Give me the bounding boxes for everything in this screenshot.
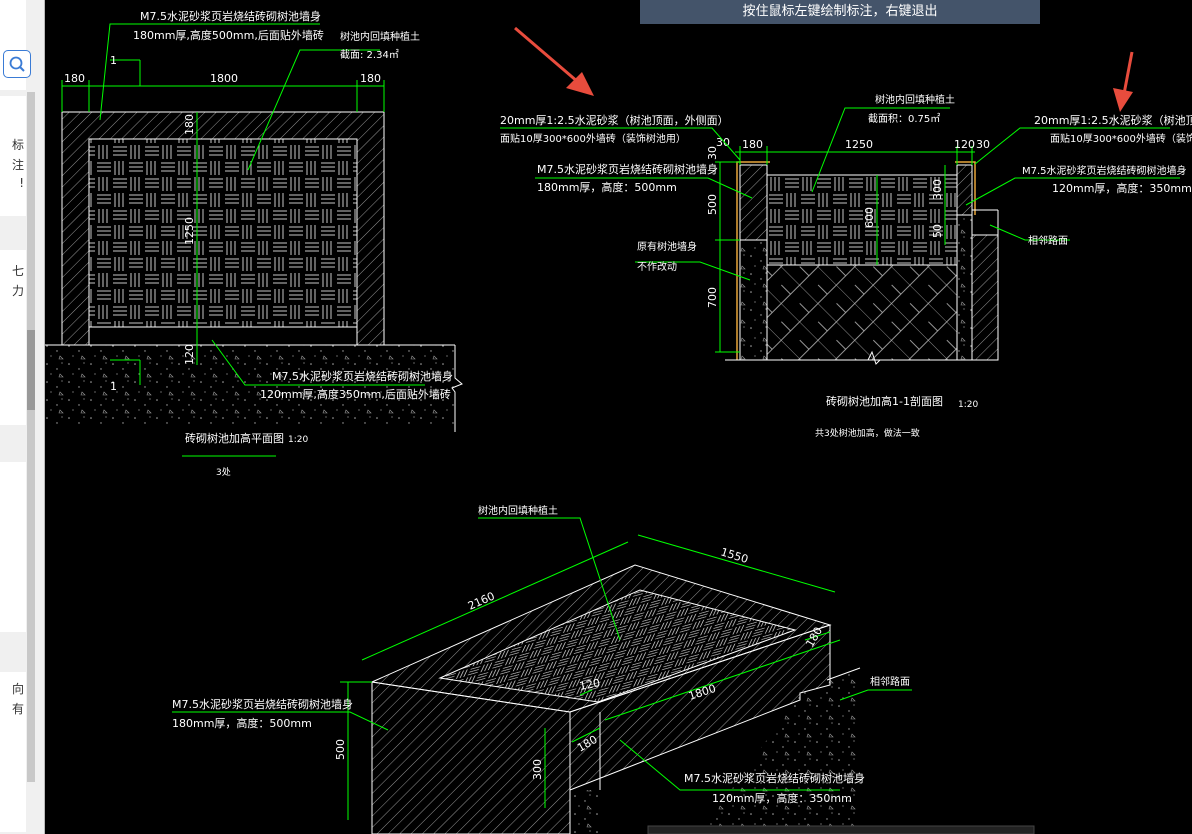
section-dim-300: 300 xyxy=(931,179,944,200)
section-note-exist-2: 不作改动 xyxy=(637,260,677,273)
section-dim-500: 500 xyxy=(706,194,719,215)
hint-banner: 按住鼠标左键绘制标注，右键退出 xyxy=(640,0,1040,24)
side-panel-section-1 xyxy=(0,96,26,216)
section-dim-600: 600 xyxy=(863,207,876,228)
section-note-road: 相邻路面 xyxy=(1028,234,1068,247)
red-arrow-right[interactable] xyxy=(1113,51,1134,112)
side-text-5: 力 xyxy=(11,284,24,298)
iso-soil xyxy=(438,589,797,703)
section-note-mortar-r1: 20mm厚1:2.5水泥砂浆（树池顶面， xyxy=(1034,113,1192,127)
section-dimensions xyxy=(715,146,975,353)
section-leaders xyxy=(500,107,1180,281)
iso-front-face xyxy=(371,681,571,834)
iso-note-wall-l2: 180mm厚，高度：500mm xyxy=(172,716,312,730)
plan-scale: 1:20 xyxy=(288,435,308,445)
side-panel-section-2 xyxy=(0,250,26,425)
section-scale: 1:20 xyxy=(958,400,978,410)
plan-leaders xyxy=(99,23,425,386)
side-text-3: ! xyxy=(19,176,24,190)
section-note-soil-1: 树池内回填种植土 xyxy=(875,93,955,106)
section-subtitle: 共3处树池加高，做法一致 xyxy=(815,427,920,439)
plan-view: 180 1800 180 1 1 180 1250 120 M7.5水泥砂浆页岩… xyxy=(45,9,463,478)
iso-leaders xyxy=(172,517,912,791)
plan-subtitle: 3处 xyxy=(216,466,231,478)
plan-dim-180-v: 180 xyxy=(183,114,196,135)
plan-note-top-1: M7.5水泥砂浆页岩烧结砖砌树池墙身 xyxy=(140,9,321,23)
iso-dim-120: 120 xyxy=(578,677,601,693)
iso-note-wall-r2: 120mm厚，高度：350mm xyxy=(712,791,852,805)
plan-note-top-2: 180mm厚,高度500mm,后面贴外墙砖 xyxy=(133,28,324,42)
section-dim-30a: 30 xyxy=(716,136,730,149)
iso-dim-2160: 2160 xyxy=(466,589,497,612)
iso-note-wall-l1: M7.5水泥砂浆页岩烧结砖砌树池墙身 xyxy=(172,697,353,711)
iso-dim-300: 300 xyxy=(531,759,544,780)
plan-dim-1800: 1800 xyxy=(210,72,238,85)
section-new-wall-left xyxy=(739,164,768,241)
section-title: 砖砌树池加高1-1剖面图 xyxy=(826,394,943,408)
search-icon xyxy=(9,56,25,72)
iso-note-soil: 树池内回填种植土 xyxy=(478,504,558,517)
section-dim-30-v: 30 xyxy=(706,146,719,160)
section-dim-30b: 30 xyxy=(976,138,990,151)
side-text-1: 标 xyxy=(11,138,24,152)
plan-title: 砖砌树池加高平面图 xyxy=(185,431,284,445)
section-dim-180: 180 xyxy=(742,138,763,151)
iso-dimensions xyxy=(340,534,841,820)
plan-note-bottom-1: M7.5水泥砂浆页岩烧结砖砌树池墙身 xyxy=(272,369,453,383)
plan-note-soil-1: 树池内回填种植土 xyxy=(340,30,420,43)
section-note-exist-1: 原有树池墙身 xyxy=(637,240,697,253)
plan-dim-120: 120 xyxy=(183,344,196,365)
section-note-soil-2: 截面积：0.75㎡ xyxy=(868,112,940,125)
section-note-mortar-l1: 20mm厚1:2.5水泥砂浆（树池顶面，外侧面） xyxy=(500,113,729,127)
section-road xyxy=(971,234,999,361)
side-text-6: 向 xyxy=(11,682,24,696)
section-view: 30 180 1250 120 30 30 500 700 600 300 50… xyxy=(500,93,1192,439)
side-panel-section-3 xyxy=(0,462,26,632)
plan-section-mark-bottom: 1 xyxy=(110,380,117,393)
plan-section-mark-top: 1 xyxy=(110,54,117,67)
side-scrollbar-thumb[interactable] xyxy=(27,330,35,410)
plan-dimensions-top xyxy=(61,59,385,385)
plan-dim-1250: 1250 xyxy=(183,217,196,245)
section-dim-50: 50 xyxy=(931,224,944,238)
side-text-7: 有 xyxy=(11,702,24,716)
section-note-wall-r2: 120mm厚，高度：350mm xyxy=(1052,181,1192,195)
section-note-wall-l1: M7.5水泥砂浆页岩烧结砖砌树池墙身 xyxy=(537,162,718,176)
plan-note-soil-2: 截面: 2.34㎡ xyxy=(340,48,399,61)
side-text-2: 注 xyxy=(11,158,24,172)
section-dim-1250: 1250 xyxy=(845,138,873,151)
section-note-mortar-l2: 面贴10厚300*600外墙砖（装饰树池用） xyxy=(500,132,686,145)
section-existing-wall-left xyxy=(739,239,768,361)
iso-note-road: 相邻路面 xyxy=(870,675,910,688)
side-panel: 标 注 ! 七 力 向 有 xyxy=(0,0,45,834)
section-existing-soil xyxy=(766,264,958,361)
section-existing-wall-right xyxy=(956,214,973,361)
iso-note-wall-r1: M7.5水泥砂浆页岩烧结砖砌树池墙身 xyxy=(684,771,865,785)
annotation-arrows[interactable] xyxy=(514,26,1134,112)
side-scrollbar[interactable] xyxy=(27,92,35,782)
plan-dim-180-left: 180 xyxy=(64,72,85,85)
plan-note-bottom-2: 120mm厚,高度350mm,后面贴外墙砖 xyxy=(260,387,451,401)
iso-view: 2160 1550 500 300 1800 180 180 120 树池内回填… xyxy=(172,504,912,834)
search-button[interactable] xyxy=(3,50,31,78)
section-dim-120: 120 xyxy=(954,138,975,151)
side-text-4: 七 xyxy=(11,264,24,278)
side-panel-section-4 xyxy=(0,672,26,832)
plan-dim-180-right: 180 xyxy=(360,72,381,85)
section-note-wall-l2: 180mm厚，高度：500mm xyxy=(537,180,677,194)
section-dim-700: 700 xyxy=(706,287,719,308)
red-arrow-left[interactable] xyxy=(514,26,594,96)
section-soil-infill xyxy=(766,174,958,266)
section-note-mortar-r2: 面贴10厚300*600外墙砖（装饰 xyxy=(1050,132,1192,145)
iso-dim-500: 500 xyxy=(334,739,347,760)
plan-soil-infill xyxy=(88,138,358,328)
section-note-wall-r1: M7.5水泥砂浆页岩烧结砖砌树池墙身 xyxy=(1022,164,1187,177)
bottom-scroll-strip[interactable] xyxy=(647,825,1035,834)
section-new-wall-right xyxy=(956,164,973,216)
